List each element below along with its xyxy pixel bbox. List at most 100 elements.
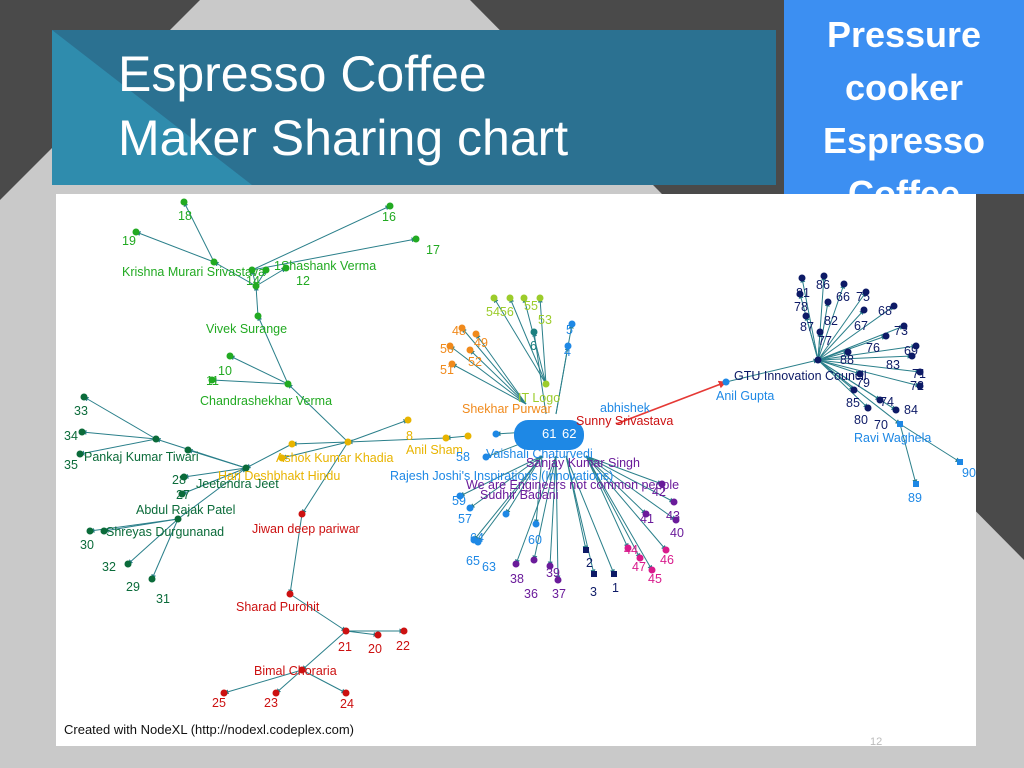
graph-edge [817, 359, 901, 425]
graph-edge [817, 335, 887, 361]
graph-edge [245, 443, 293, 469]
graph-edge [287, 383, 349, 443]
graph-node [844, 348, 852, 356]
graph-node [882, 332, 890, 340]
graph-node-label: 78 [794, 300, 808, 314]
graph-node [344, 438, 352, 446]
graph-node [78, 428, 86, 436]
graph-node [568, 320, 576, 328]
graph-node [442, 434, 450, 442]
graph-node-label: 47 [632, 560, 646, 574]
graph-node [242, 464, 250, 472]
graph-node-label: 74 [880, 395, 894, 409]
graph-node-label: 14 [246, 274, 260, 288]
graph-edge [817, 305, 895, 361]
graph-edge [257, 315, 289, 385]
graph-edge [151, 518, 179, 580]
graph-edge [585, 455, 667, 551]
graph-edge [899, 423, 961, 463]
graph-node [642, 510, 650, 518]
graph-node [662, 546, 670, 554]
graph-node-label: 48 [452, 324, 466, 338]
graph-node [184, 446, 192, 454]
graph-node [464, 432, 472, 440]
graph-node-label: 16 [382, 210, 396, 224]
graph-node [342, 689, 350, 697]
graph-node-label: 87 [800, 320, 814, 334]
graph-edge [253, 285, 259, 317]
graph-node-label: 39 [546, 566, 560, 580]
graph-node-label: 12 [296, 274, 310, 288]
graph-node-label: 11 [206, 374, 219, 388]
graph-node-label: 53 [538, 313, 552, 327]
graph-node-label: 3 [590, 585, 597, 599]
graph-node [456, 492, 464, 500]
graph-edge [555, 345, 570, 415]
graph-node [174, 515, 182, 523]
graph-edge [449, 345, 527, 405]
graph-edge [817, 350, 849, 361]
graph-edge [585, 455, 677, 521]
graph-edge [255, 267, 287, 287]
graph-node [272, 689, 280, 697]
graph-node-label: 69 [904, 344, 918, 358]
graph-node-label: GTU Innovation Council [734, 369, 867, 383]
graph-edge [585, 455, 675, 503]
graph-node-label: 67 [854, 319, 868, 333]
graph-node-label: 41 [640, 512, 654, 526]
graph-node-label: 52 [468, 355, 482, 369]
graph-node-label: 89 [908, 491, 922, 505]
graph-edge [135, 231, 215, 263]
graph-node [386, 202, 394, 210]
graph-node-label: 90 [962, 466, 976, 480]
graph-node [284, 380, 292, 388]
graph-node-label: Anil Sham [406, 443, 463, 457]
graph-node-label: 31 [156, 592, 170, 606]
graph-node-label: 68 [878, 304, 892, 318]
graph-edge [251, 237, 417, 271]
hub-label: 61 [542, 426, 556, 441]
graph-edge [817, 283, 845, 361]
title-accent-triangle [52, 30, 252, 185]
graph-edge [301, 441, 349, 515]
graph-node-label: 21 [338, 640, 352, 654]
graph-edge [537, 297, 547, 385]
graph-node [472, 330, 480, 338]
graph-node [506, 294, 514, 302]
graph-node [856, 370, 864, 378]
graph-node [286, 590, 294, 598]
graph-node [404, 416, 412, 424]
graph-edge [817, 359, 861, 375]
graph-node [400, 627, 408, 635]
graph-node [520, 294, 528, 302]
graph-node-label: Chandrashekhar Verma [200, 394, 332, 408]
graph-node-label: Pankaj Kumar Tiwari [84, 450, 199, 464]
graph-node-label: 45 [648, 572, 662, 586]
graph-node-label: 81 [796, 286, 810, 300]
graph-node [342, 627, 350, 635]
graph-node-label: 72 [910, 379, 924, 393]
graph-node-label: 75 [856, 290, 870, 304]
graph-edge [817, 325, 905, 361]
graph-edge [281, 441, 349, 460]
graph-node-label: 55 [524, 299, 538, 313]
graph-node-label: 79 [856, 376, 870, 390]
graph-node [862, 288, 870, 296]
graph-node-label: 64 [470, 531, 484, 545]
graph-edge [301, 630, 347, 671]
graph-edge [83, 396, 157, 440]
graph-edge [585, 455, 641, 559]
graph-node [132, 228, 140, 236]
graph-edge [533, 455, 543, 525]
graph-node-label: 2 [586, 556, 593, 570]
graph-node-label: Ashok Kumar Khadia [276, 451, 393, 465]
graph-node [860, 306, 868, 314]
graph-node [282, 264, 290, 272]
graph-node-label: 10 [218, 364, 232, 378]
graph-node-label: Sharad Purohit [236, 600, 320, 614]
graph-node [208, 376, 216, 384]
graph-node [446, 342, 454, 350]
graph-edge [103, 518, 179, 533]
graph-edge [473, 455, 543, 541]
